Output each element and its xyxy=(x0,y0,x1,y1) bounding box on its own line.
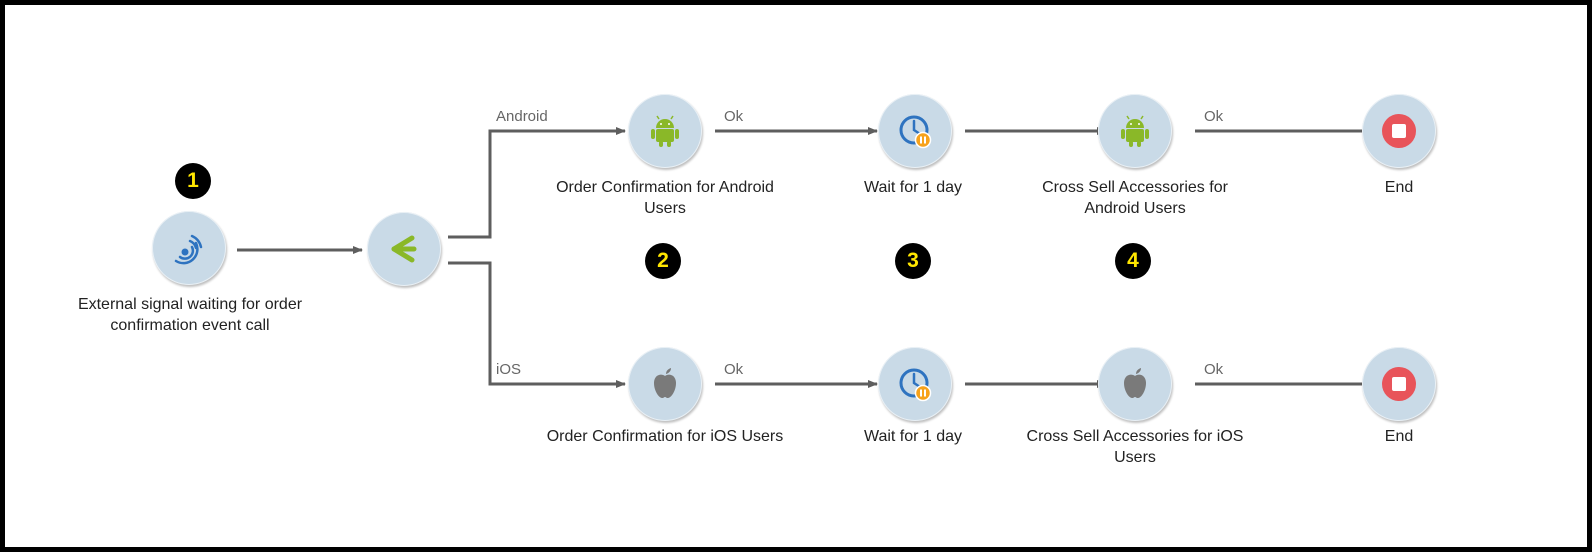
signal-label: External signal waiting for order confir… xyxy=(77,296,303,334)
android-icon xyxy=(651,115,679,147)
android-wait-label: Wait for 1 day xyxy=(863,179,963,196)
ios-end-node[interactable] xyxy=(1362,347,1436,421)
split-node[interactable] xyxy=(367,212,441,286)
android-wait-node[interactable] xyxy=(878,94,952,168)
split-icon xyxy=(391,235,417,263)
android-crosssell-label: Cross Sell Accessories for Android Users xyxy=(1042,179,1228,217)
stop-icon xyxy=(1382,367,1416,401)
edge-label-ok: Ok xyxy=(1204,361,1224,378)
connectors xyxy=(237,127,1378,388)
edge-label-ok: Ok xyxy=(724,361,744,378)
ios-crosssell-label: Cross Sell Accessories for iOS Users xyxy=(1026,428,1244,466)
edge-label-android: Android xyxy=(496,108,548,125)
android-confirm-node[interactable] xyxy=(628,94,702,168)
clock-pause-icon xyxy=(899,115,932,149)
android-confirm-label: Order Confirmation for Android Users xyxy=(556,179,774,217)
edge-label-ok: Ok xyxy=(724,108,744,125)
ios-wait-node[interactable] xyxy=(878,347,952,421)
step-badge-1: 1 xyxy=(175,163,211,199)
ios-end-label: End xyxy=(1384,428,1414,445)
android-end-label: End xyxy=(1384,179,1414,196)
android-end-node[interactable] xyxy=(1362,94,1436,168)
android-icon xyxy=(1121,115,1149,147)
edge-label-ios: iOS xyxy=(496,361,522,378)
apple-icon xyxy=(1124,368,1146,398)
connector-split-ios xyxy=(448,261,626,388)
ios-wait-label: Wait for 1 day xyxy=(863,428,963,445)
clock-pause-icon xyxy=(899,368,932,402)
ios-confirm-label: Order Confirmation for iOS Users xyxy=(546,428,784,445)
step-badge-4: 4 xyxy=(1115,243,1151,279)
signal-icon xyxy=(174,234,203,265)
edge-label-ok: Ok xyxy=(1204,108,1224,125)
ios-crosssell-node[interactable] xyxy=(1098,347,1172,421)
step-badge-2: 2 xyxy=(645,243,681,279)
step-badge-3: 3 xyxy=(895,243,931,279)
stop-icon xyxy=(1382,114,1416,148)
connector-split-android xyxy=(448,127,626,239)
signal-node[interactable] xyxy=(152,211,226,285)
android-crosssell-node[interactable] xyxy=(1098,94,1172,168)
apple-icon xyxy=(654,368,676,398)
ios-confirm-node[interactable] xyxy=(628,347,702,421)
